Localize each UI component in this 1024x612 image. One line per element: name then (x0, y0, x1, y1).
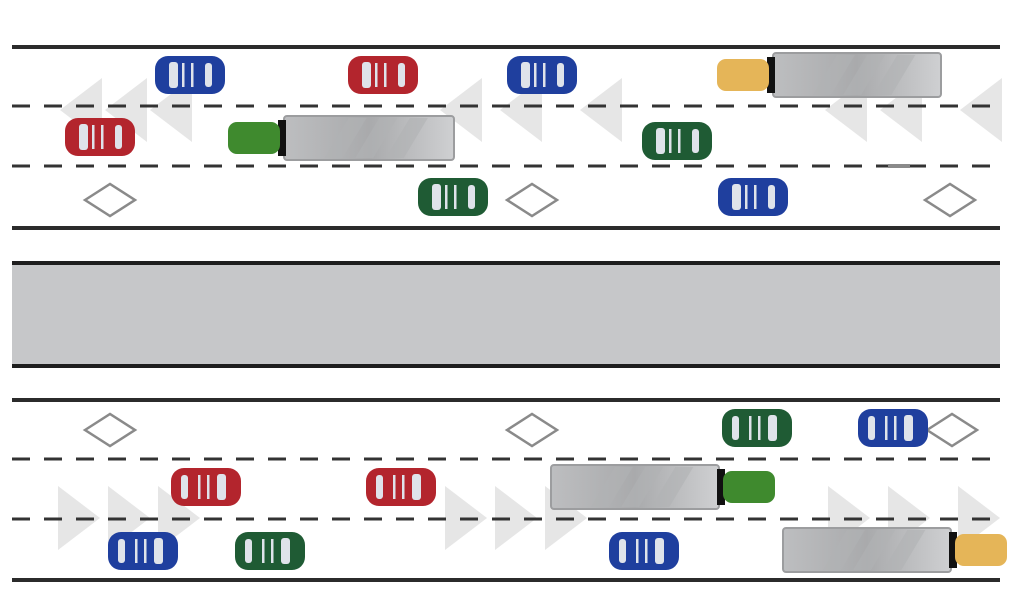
car-icon (366, 468, 436, 506)
car-icon (235, 532, 305, 570)
car-icon (609, 532, 679, 570)
car-icon (348, 56, 418, 94)
diamond-lane-marking-icon (82, 182, 138, 218)
truck-icon (782, 527, 1007, 573)
lane-arrow-icon (960, 78, 1002, 142)
car-icon (155, 56, 225, 94)
truck-icon (228, 115, 455, 161)
diamond-markings-bottom (82, 412, 980, 448)
median (12, 261, 1000, 368)
diamond-lane-marking-icon (504, 412, 560, 448)
car-icon (718, 178, 788, 216)
car-icon (642, 122, 712, 160)
lane-arrow-icon (440, 78, 482, 142)
median-strip (12, 263, 1000, 366)
diamond-lane-marking-icon (504, 182, 560, 218)
car-icon (65, 118, 135, 156)
lane-arrow-icon (495, 486, 537, 550)
car-icon (507, 56, 577, 94)
diamond-lane-marking-icon (924, 412, 980, 448)
diamond-lane-marking-icon (82, 412, 138, 448)
car-icon (108, 532, 178, 570)
vehicles (65, 52, 1007, 573)
lane-arrow-icon (580, 78, 622, 142)
diamond-markings-top (82, 182, 978, 218)
car-icon (858, 409, 928, 447)
car-icon (418, 178, 488, 216)
road-debris (888, 164, 910, 168)
car-icon (171, 468, 241, 506)
car-icon (722, 409, 792, 447)
truck-icon (550, 464, 775, 510)
lane-arrow-icon (105, 78, 147, 142)
truck-icon (717, 52, 942, 98)
diamond-lane-marking-icon (922, 182, 978, 218)
